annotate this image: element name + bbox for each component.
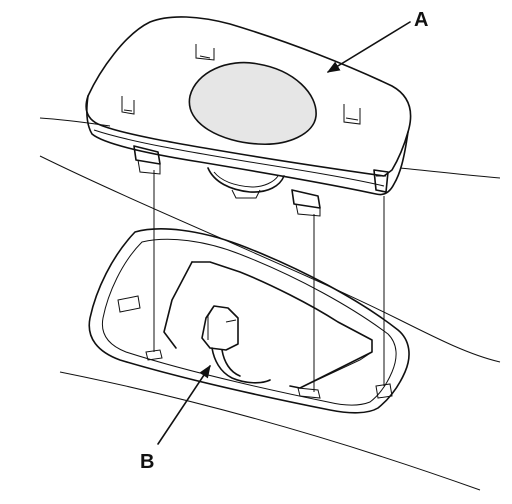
callout-b-arrow (157, 364, 211, 445)
bulb-socket (207, 167, 285, 199)
housing-bracket (117, 261, 393, 399)
callout-b-label: B (140, 451, 154, 473)
callout-b: B (140, 364, 211, 473)
callout-a: A (326, 9, 428, 73)
mounting-opening (88, 228, 410, 414)
callout-a-label: A (414, 9, 428, 31)
callout-a-arrow (326, 21, 411, 73)
connector-b (201, 305, 271, 384)
lens-assembly-a (85, 16, 412, 217)
alignment-guides (153, 170, 385, 392)
